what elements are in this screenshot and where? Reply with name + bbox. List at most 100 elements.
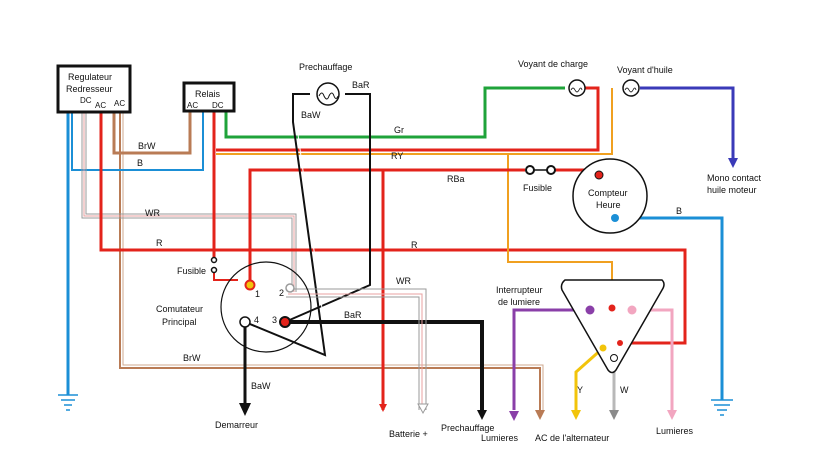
oil-light-coil (624, 87, 637, 93)
hour-meter-label-2: Heure (596, 200, 621, 210)
arrow-battery (379, 404, 387, 412)
preheat-label: Prechauffage (299, 62, 352, 72)
light-switch-terminal-purple (585, 305, 595, 315)
light-switch-label-2: de lumiere (498, 297, 540, 307)
battery-label: Batterie + (389, 429, 428, 439)
wire-blue-hour-ground (615, 216, 724, 400)
wire-black-bar-bottom (285, 320, 484, 410)
fuse-left-top (210, 256, 218, 264)
light-switch-terminal-yellow (599, 344, 607, 352)
relay-ac: AC (187, 101, 198, 110)
arrow-starter (239, 403, 251, 416)
hour-meter-terminal-top (594, 170, 604, 180)
relay-dc: DC (212, 101, 224, 110)
hour-meter-label-1: Compteur (588, 188, 628, 198)
light-switch-terminal-red2 (617, 340, 623, 346)
wire-brw-top (112, 110, 192, 155)
light-switch (560, 279, 665, 374)
fuse-left-bottom (210, 266, 218, 274)
wire-yellow (574, 346, 604, 410)
oil-contact-label-2: huile moteur (707, 185, 757, 195)
main-switch-t3: 3 (272, 315, 277, 325)
wire-brw-regulator (119, 110, 541, 410)
wire-label-y: Y (577, 385, 583, 395)
wire-wr-top (81, 110, 293, 292)
fuse-top-left (525, 165, 535, 175)
wire-orange-lightswitch (507, 154, 613, 285)
charge-light-label: Voyant de charge (518, 59, 588, 69)
main-switch (220, 261, 312, 353)
preheat-bottom-label: Prechauffage (441, 423, 494, 433)
main-switch-t1: 1 (255, 289, 260, 299)
fuse-top-label: Fusible (523, 183, 552, 193)
arrow-alternator (535, 410, 545, 420)
wire-wr-top-red (83, 110, 295, 292)
wire-label-bar-mid: BaR (344, 310, 362, 320)
wire-label-baw-top: BaW (301, 110, 321, 120)
wire-label-b-right: B (676, 206, 682, 216)
light-switch-terminal-white (610, 354, 618, 362)
light-switch-terminal-red (608, 304, 616, 312)
wire-label-gr: Gr (394, 125, 404, 135)
wire-b-top (71, 110, 204, 171)
wire-red-fuse-switch (213, 272, 238, 281)
main-switch-terminal-3 (279, 316, 291, 328)
lights-right-label: Lumieres (656, 426, 694, 436)
wire-label-wr-mid: WR (396, 276, 411, 286)
wire-label-baw-bottom: BaW (251, 381, 271, 391)
wire-black-bar-preheat (284, 93, 371, 323)
main-switch-t2: 2 (279, 288, 284, 298)
oil-light-symbol (622, 79, 640, 97)
wire-ry-orange (216, 88, 613, 155)
light-switch-terminal-pink (627, 305, 637, 315)
fuse-top-right (546, 165, 556, 175)
hour-meter (572, 158, 648, 234)
ground-symbol-left (58, 394, 78, 411)
regulator-ac1: AC (95, 101, 106, 110)
light-switch-label-1: Interrupteur (496, 285, 543, 295)
arrow-wr (417, 403, 429, 415)
main-switch-t4: 4 (254, 315, 259, 325)
wire-red-rba (248, 168, 525, 285)
arrow-yellow (571, 410, 581, 420)
main-switch-label-1: Comutateur (156, 304, 203, 314)
wire-red-r (99, 110, 687, 345)
main-switch-terminal-2 (285, 283, 295, 293)
wire-black-baw (244, 93, 327, 357)
arrow-oil-contact (728, 158, 738, 168)
relay-label: Relais (195, 89, 221, 99)
regulator-ac2: AC (114, 99, 125, 108)
wire-label-b-top: B (137, 158, 143, 168)
wire-label-r-right: R (411, 240, 418, 250)
wire-label-bar-top: BaR (352, 80, 370, 90)
starter-label: Demarreur (215, 420, 258, 430)
wire-label-r-left: R (156, 238, 163, 248)
wire-wr-mid-gray (286, 296, 420, 410)
main-switch-terminal-1 (244, 279, 256, 291)
wire-navy-oil (640, 86, 735, 160)
wire-label-wr-top: WR (145, 208, 160, 218)
arrow-preheat-bottom (477, 410, 487, 420)
regulator-label-2: Redresseur (66, 84, 113, 94)
wire-wr-top-inner (85, 110, 297, 292)
wire-label-w: W (620, 385, 629, 395)
regulator-label-1: Regulateur (68, 72, 112, 82)
main-switch-label-2: Principal (162, 317, 197, 327)
wire-green (224, 86, 565, 139)
regulator-dc: DC (80, 96, 92, 105)
arrow-lights-right (667, 410, 677, 420)
hour-meter-terminal-bottom (611, 214, 619, 222)
oil-contact-label-1: Mono contact (707, 173, 762, 183)
wire-label-brw-bottom: BrW (183, 353, 201, 363)
oil-light-label: Voyant d'huile (617, 65, 673, 75)
wire-black-baw-inner (295, 96, 329, 353)
relay-box (182, 81, 236, 113)
wire-ry-red (216, 86, 600, 152)
arrow-lights-left (509, 411, 519, 421)
arrow-white (609, 410, 619, 420)
main-switch-terminal-4 (239, 316, 251, 328)
wire-purple (512, 308, 590, 410)
wire-label-ry: RY (391, 151, 403, 161)
